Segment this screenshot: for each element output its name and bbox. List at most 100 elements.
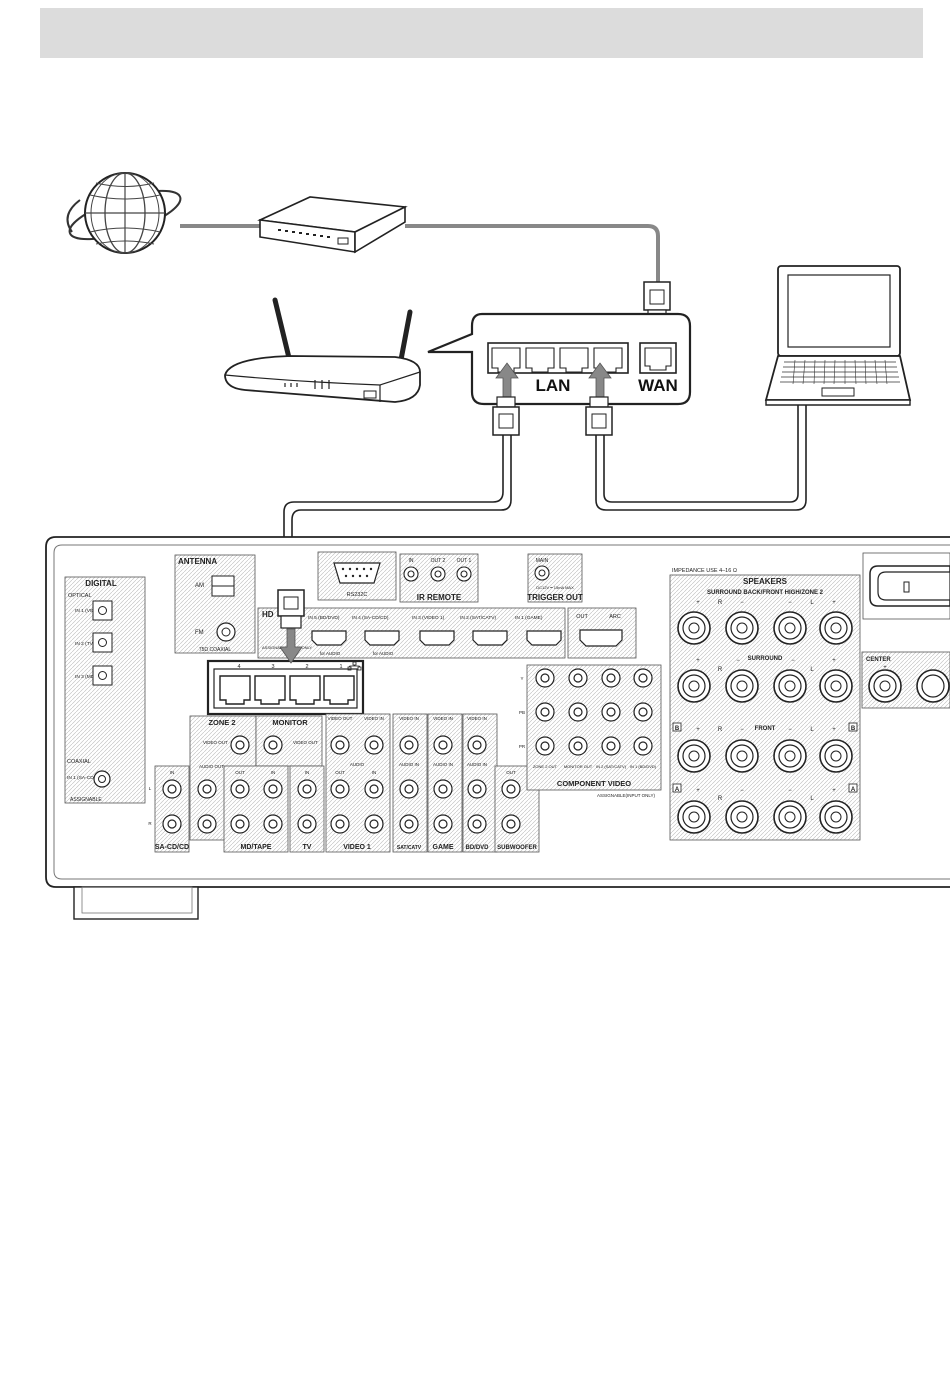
center-title: CENTER bbox=[866, 657, 891, 663]
speakers-title: SPEAKERS bbox=[743, 577, 788, 586]
component-title: COMPONENT VIDEO bbox=[557, 779, 631, 788]
fr-b-plus-l: + bbox=[832, 727, 836, 733]
tv-in-label: IN bbox=[305, 770, 310, 775]
sur-l-label: L bbox=[810, 667, 814, 673]
sb-r-label: R bbox=[718, 600, 723, 606]
hdmi-in5-audio: for AUDIO bbox=[320, 651, 341, 656]
game-video-in-label: VIDEO IN bbox=[433, 716, 453, 721]
router-receiver-cable bbox=[283, 435, 512, 590]
sb-minus-r: − bbox=[740, 600, 744, 606]
front-b-left-marker: B bbox=[675, 726, 680, 732]
lan-plug-receiver-icon bbox=[492, 396, 520, 436]
center-terminals bbox=[868, 669, 950, 703]
header-bar bbox=[40, 8, 923, 58]
mdtape-out-label: OUT bbox=[235, 770, 245, 775]
tv-group bbox=[289, 765, 325, 853]
optical-jacks bbox=[92, 600, 113, 686]
center-plus: + bbox=[883, 665, 887, 671]
optical-label: OPTICAL bbox=[68, 593, 92, 599]
modem-icon bbox=[257, 196, 408, 254]
zone2-title: ZONE 2 bbox=[208, 718, 235, 727]
lan-plug-panel-icon bbox=[277, 589, 305, 629]
bddvd-video-in-label: VIDEO IN bbox=[467, 716, 487, 721]
lan-label: LAN bbox=[536, 376, 571, 395]
hdmi-title: HD bbox=[262, 610, 274, 619]
ac-inlet-icon bbox=[862, 552, 950, 620]
group-label-sacd: SA-CD/CD bbox=[155, 844, 189, 851]
fm-label: FM bbox=[195, 630, 204, 636]
ir-out2-label: OUT 2 bbox=[431, 558, 446, 564]
sacd-in-label: IN bbox=[170, 770, 175, 775]
hdmi-in4-label: IN 4 (SA-CD/CD) bbox=[352, 615, 389, 621]
impedance-label: IMPEDANCE USE 4–16 Ω bbox=[672, 568, 737, 574]
lan-ports bbox=[487, 342, 629, 374]
digital-in1-label: IN 1 (VIDEO 1) bbox=[75, 608, 108, 614]
sacd-group bbox=[154, 765, 190, 853]
front-a-right-marker: A bbox=[851, 787, 856, 793]
component-col-in1: IN 1 (BD/DVD) bbox=[630, 764, 657, 769]
zone2-audio-out-label: AUDIO OUT bbox=[199, 764, 224, 769]
video1-in-label: IN bbox=[372, 770, 377, 775]
trigger-title: TRIGGER OUT bbox=[527, 593, 583, 602]
sb-l-label: L bbox=[810, 600, 814, 606]
speaker-terminals bbox=[677, 611, 853, 834]
analog-jacks bbox=[162, 735, 521, 834]
front-b-right-marker: B bbox=[851, 726, 856, 732]
surround-title: SURROUND bbox=[748, 656, 783, 662]
l-label-1: L bbox=[149, 786, 152, 791]
hdmi-in4-audio: for AUDIO bbox=[373, 651, 394, 656]
coaxial-in-label: IN 1 (SA-CD/ CD) bbox=[67, 775, 105, 781]
component-jacks bbox=[535, 668, 653, 756]
sur-plus-l: + bbox=[832, 658, 836, 664]
fr-b-minus-r: − bbox=[740, 727, 744, 733]
fr-a-plus-r: + bbox=[696, 788, 700, 794]
panel-lan-arrow-icon bbox=[279, 628, 303, 664]
group-label-satcatv: SAT/CATV bbox=[397, 845, 422, 851]
bddvd-audio-in-label: AUDIO IN bbox=[467, 762, 487, 767]
ir-jacks bbox=[403, 566, 472, 582]
fr-b-minus-l: − bbox=[788, 727, 792, 733]
surround-back-title: SURROUND BACK/FRONT HIGH/ZONE 2 bbox=[707, 590, 824, 596]
mdtape-in-label: IN bbox=[271, 770, 276, 775]
mdtape-group bbox=[223, 765, 289, 853]
sb-minus-l: − bbox=[788, 600, 792, 606]
group-label-game: GAME bbox=[433, 844, 454, 851]
wireless-router-icon bbox=[224, 297, 421, 403]
fr-b-r-label: R bbox=[718, 727, 723, 733]
lan-plug-computer-icon bbox=[585, 396, 613, 436]
lan-port-2-label: 2 bbox=[305, 664, 308, 670]
lan-port-4-label: 4 bbox=[237, 664, 240, 670]
zone2-video-out-label: VIDEO OUT bbox=[203, 740, 228, 745]
fm-coax-label: 75Ω COAXIAL bbox=[199, 647, 232, 653]
lan-port-3-label: 3 bbox=[271, 664, 274, 670]
hdmi-in5-label: IN 5 (BD/DVD) bbox=[308, 615, 340, 621]
group-label-tv: TV bbox=[303, 844, 312, 851]
lan-port-1-label: 1 bbox=[339, 664, 342, 670]
satcatv-audio-in-label: AUDIO IN bbox=[399, 762, 419, 767]
wan-port bbox=[639, 342, 677, 374]
trigger-jack bbox=[534, 565, 550, 581]
group-label-bddvd: BD/DVD bbox=[465, 845, 489, 851]
digital-in2-label: IN 2 (TV) bbox=[75, 641, 95, 647]
network-symbol-icon bbox=[347, 661, 362, 671]
component-col-in2: IN 2 (SAT/CATV) bbox=[596, 764, 627, 769]
hdmi-arc-label: ARC bbox=[609, 614, 621, 620]
fr-a-plus-l: + bbox=[832, 788, 836, 794]
r-label-1: R bbox=[148, 821, 152, 826]
receiver-lan-ports bbox=[206, 659, 365, 716]
fr-a-l-label: L bbox=[810, 796, 814, 802]
ir-out1-label: OUT 1 bbox=[457, 558, 472, 564]
ir-in-label: IN bbox=[409, 558, 414, 564]
hdmi-in1-label: IN 1 (GAME) bbox=[515, 615, 543, 621]
front-a-left-marker: A bbox=[675, 787, 680, 793]
rs232c-port bbox=[333, 562, 381, 584]
coaxial-label: COAXIAL bbox=[67, 759, 91, 765]
subwoofer-out-label: OUT bbox=[506, 770, 516, 775]
sb-plus-l: + bbox=[832, 600, 836, 606]
internet-globe-icon bbox=[66, 172, 182, 254]
fr-a-minus-l: − bbox=[788, 788, 792, 794]
rs232c-label: RS232C bbox=[347, 592, 368, 598]
video1-video-in-label: VIDEO IN bbox=[364, 716, 384, 721]
group-label-subwoofer: SUBWOOFER bbox=[497, 845, 537, 851]
